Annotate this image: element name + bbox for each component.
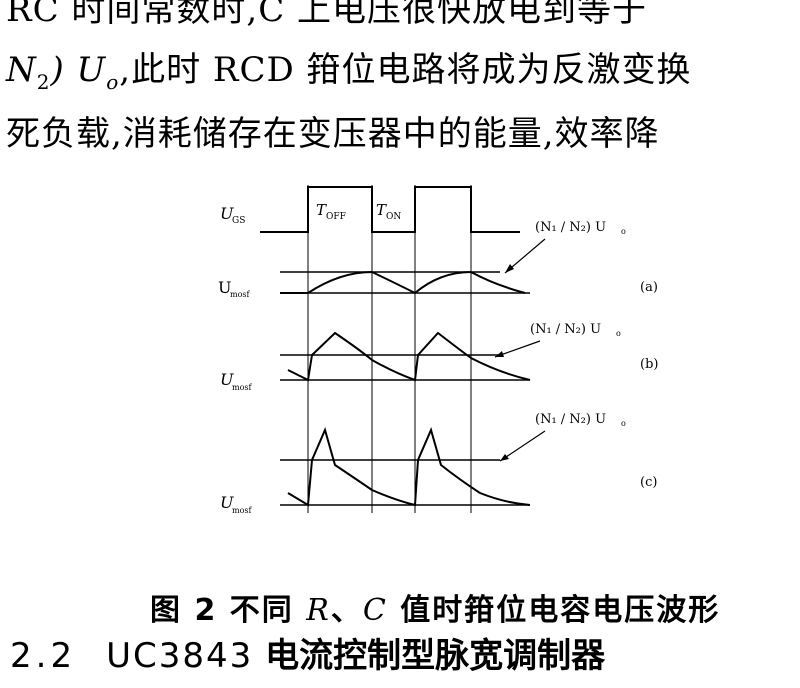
ton-label: T ON — [376, 201, 401, 222]
svg-text:(N₁ / N₂) U: (N₁ / N₂) U — [535, 412, 606, 427]
svg-text:U: U — [220, 370, 234, 389]
grid-lines — [307, 185, 472, 513]
toff-label: T OFF — [316, 201, 346, 222]
svg-text:(N₁ / N₂) U: (N₁ / N₂) U — [535, 220, 606, 235]
svg-text:T: T — [316, 201, 327, 219]
svg-text:(N₁ / N₂) U: (N₁ / N₂) U — [530, 322, 601, 337]
caption-c: C — [362, 593, 388, 628]
svg-text:U: U — [220, 493, 234, 512]
n2-symbol: N — [6, 50, 37, 90]
svg-text:mosf: mosf — [232, 383, 253, 392]
waveform-figure: U GS T OFF T ON U mosf (a) U mosf (b) — [218, 185, 658, 515]
panel-c-label: (c) — [640, 475, 657, 490]
body-text-line-3: 死负载,消耗储存在变压器中的能量,效率降 — [6, 114, 660, 154]
uo-symbol: ) U — [50, 50, 107, 90]
panel-a-label: (a) — [640, 280, 658, 295]
svg-text:(a): (a) — [640, 280, 658, 295]
svg-text:mosf: mosf — [230, 290, 251, 299]
section-title: 电流控制型脉宽调制器 — [253, 636, 606, 676]
annotation-c: (N₁ / N₂) U o — [499, 412, 626, 462]
annotation-b: (N₁ / N₂) U o — [494, 322, 621, 358]
uo-subscript: o — [106, 69, 120, 94]
caption-prefix: 图 2 不同 — [150, 593, 307, 628]
ugs-label: U GS — [220, 204, 245, 226]
section-chip: UC3843 — [106, 636, 254, 676]
svg-text:U: U — [218, 278, 231, 297]
svg-text:OFF: OFF — [326, 212, 346, 222]
caption-sep: 、 — [330, 593, 363, 628]
panel-b-label: (b) — [640, 357, 658, 372]
svg-text:ON: ON — [386, 212, 401, 222]
svg-text:o: o — [621, 419, 626, 428]
umos-label-c: U mosf — [220, 493, 253, 515]
body-text-line-2-rest: ,此时 RCD 箝位电路将成为反激变换 — [119, 50, 692, 90]
caption-suffix: 值时箝位电容电压波形 — [387, 593, 721, 628]
caption-r: R — [306, 593, 331, 628]
svg-text:(c): (c) — [640, 475, 657, 490]
body-text-line-2: N2) Uo,此时 RCD 箝位电路将成为反激变换 — [6, 42, 692, 94]
svg-text:o: o — [621, 227, 626, 236]
umos-label-a: U mosf — [218, 278, 251, 299]
svg-text:mosf: mosf — [232, 506, 253, 515]
panel-c-waveform — [280, 427, 531, 507]
section-heading: 2.2 UC3843 电流控制型脉宽调制器 — [10, 628, 605, 677]
svg-text:GS: GS — [232, 216, 245, 226]
section-number: 2.2 — [10, 636, 77, 676]
body-text-line-1: RC 时间常数时,C 上电压很快放电到等于 — [6, 0, 648, 30]
panel-a-waveform — [280, 270, 530, 295]
svg-text:U: U — [220, 204, 234, 223]
figure-caption: 图 2 不同 R、C 值时箝位电容电压波形 — [150, 585, 720, 629]
umos-label-b: U mosf — [220, 370, 253, 392]
svg-text:o: o — [616, 329, 621, 338]
ugs-waveform — [260, 186, 520, 233]
annotation-a: (N₁ / N₂) U o — [504, 220, 626, 274]
svg-text:(b): (b) — [640, 357, 658, 372]
svg-text:T: T — [376, 201, 387, 219]
panel-b-waveform — [280, 331, 531, 382]
n2-subscript: 2 — [36, 69, 51, 94]
